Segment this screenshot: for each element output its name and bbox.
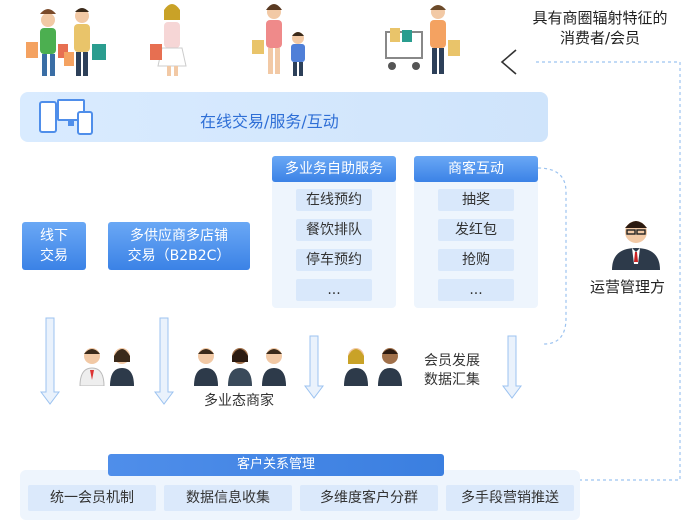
crm-item: 多维度客户分群	[300, 485, 438, 511]
arrow-down-icon	[40, 317, 60, 405]
offline-trade-box: 线下 交易	[22, 222, 86, 270]
self-service-item: 在线预约	[296, 189, 372, 211]
b2b2c-box: 多供应商多店铺 交易（B2B2C）	[108, 222, 250, 270]
member-data-label: 会员发展 数据汇集	[424, 352, 480, 390]
online-interaction-label: 在线交易/服务/互动	[200, 112, 339, 131]
crm-item: 数据信息收集	[164, 485, 292, 511]
shopper-woman-icon	[150, 4, 187, 76]
b2b2c-line1: 多供应商多店铺	[130, 228, 228, 244]
devices-icon	[39, 99, 93, 135]
online-interaction-bar	[20, 92, 548, 142]
operator-label: 运营管理方	[590, 278, 666, 296]
merchant-interaction-item: 抽奖	[438, 189, 514, 211]
arrow-down-icon	[154, 317, 174, 405]
offline-trade-line1: 线下	[40, 228, 68, 244]
self-service-title: 多业务自助服务	[272, 156, 396, 182]
crm-item: 多手段营销推送	[446, 485, 574, 511]
merchant-interaction-item: ...	[438, 279, 514, 301]
arrow-down-icon	[304, 335, 324, 399]
multi-merchant-label: 多业态商家	[204, 393, 274, 409]
crm-title: 客户关系管理	[108, 454, 444, 476]
merchant-interaction-title: 商客互动	[414, 156, 538, 182]
b2b2c-line2: 交易（B2B2C）	[127, 248, 231, 264]
merchant-interaction-item: 抢购	[438, 249, 514, 271]
self-service-item: 餐饮排队	[296, 219, 372, 241]
crm-item: 统一会员机制	[28, 485, 156, 511]
offline-trade-line2: 交易	[40, 248, 68, 264]
multi-merchant-icon	[194, 348, 286, 386]
consumer-label-line2: 消费者/会员	[559, 29, 641, 47]
self-service-item: 停车预约	[296, 249, 372, 271]
shopper-couple-icon	[26, 8, 106, 76]
member-data-line1: 会员发展	[424, 353, 480, 369]
consumer-label-line1: 具有商圈辐射特征的	[532, 9, 668, 27]
arrow-down-icon	[502, 335, 522, 399]
merchant-interaction-item: 发红包	[438, 219, 514, 241]
member-pair-icon	[344, 348, 402, 386]
shopper-family-icon	[252, 4, 305, 76]
operator-avatar-icon	[612, 221, 660, 270]
merchant-pair-icon	[79, 348, 134, 386]
consumer-label: 具有商圈辐射特征的 消费者/会员	[505, 8, 695, 48]
self-service-item: ...	[296, 279, 372, 301]
shoppers-illustration	[26, 4, 460, 76]
member-data-line2: 数据汇集	[424, 372, 480, 388]
shopper-cart-icon	[385, 5, 460, 74]
